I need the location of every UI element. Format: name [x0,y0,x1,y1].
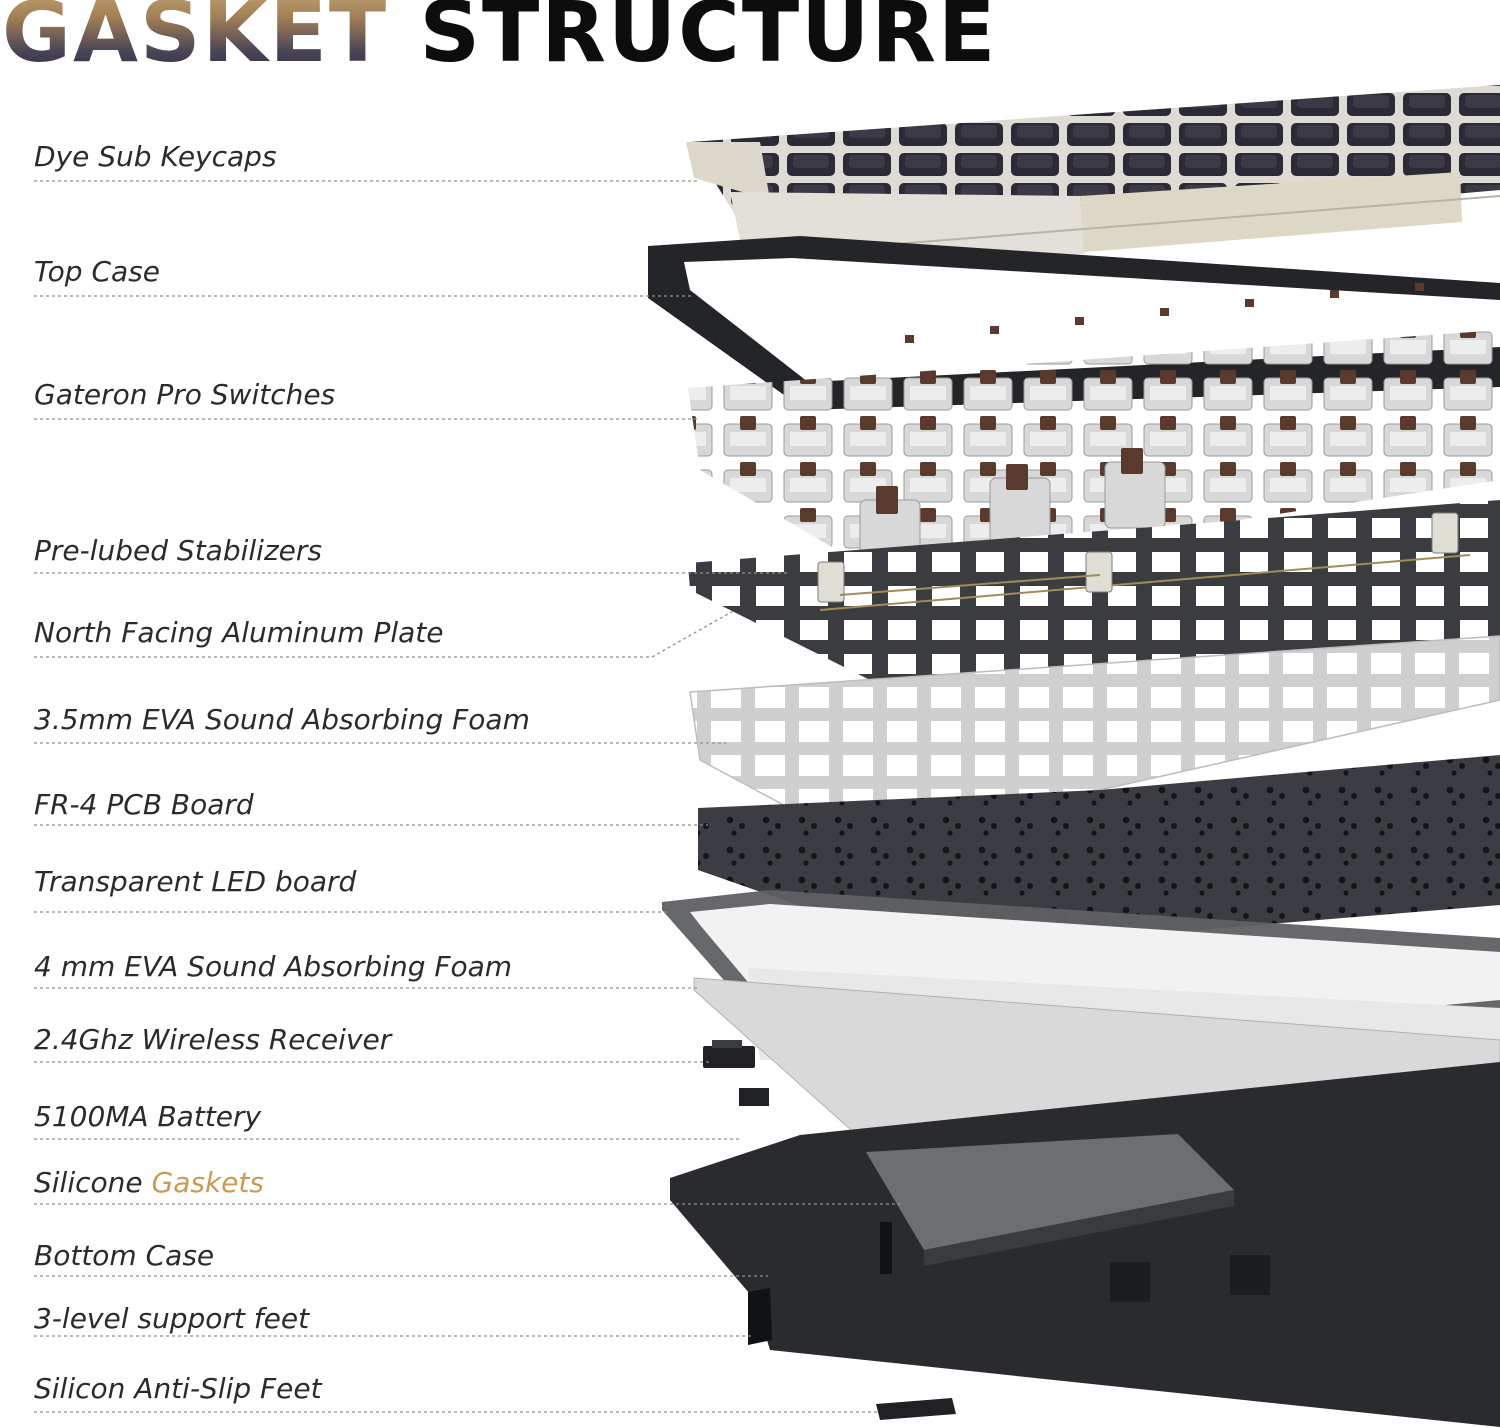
bottom-case-layer [670,1062,1500,1427]
stabilizers-layer [817,512,1459,603]
page-title: GASKET STRUCTURE [2,0,997,78]
aluminum-plate-layer [688,500,1500,690]
wireless-receiver [703,1040,755,1068]
title-gasket: GASKET [2,0,388,81]
label-fr4-pcb-board: FR-4 PCB Board [34,788,254,821]
label-support-feet: 3-level support feet [34,1302,310,1335]
leader-plate [34,609,736,658]
label-bottom-case: Bottom Case [34,1239,215,1272]
label-anti-slip-feet: Silicon Anti-Slip Feet [34,1372,322,1405]
label-dye-sub-keycaps: Dye Sub Keycaps [34,140,277,173]
anti-slip-foot [876,1398,956,1420]
label-gateron-pro-switches: Gateron Pro Switches [34,378,336,411]
label-wireless-receiver: 2.4Ghz Wireless Receiver [34,1023,392,1056]
leader-lines [34,180,903,1413]
label-4mm-eva-foam: 4 mm EVA Sound Absorbing Foam [34,950,513,983]
label-gaskets-accent: Gaskets [151,1166,264,1199]
label-pre-lubed-stabilizers: Pre-lubed Stabilizers [34,534,322,567]
label-top-case: Top Case [34,255,160,288]
keycaps-layer [686,85,1500,258]
label-silicone-text: Silicone [34,1166,152,1199]
title-structure: STRUCTURE [419,0,998,81]
label-north-facing-aluminum-plate: North Facing Aluminum Plate [34,616,444,649]
label-battery: 5100MA Battery [34,1100,262,1133]
label-3-5mm-eva-foam: 3.5mm EVA Sound Absorbing Foam [34,703,530,736]
label-transparent-led-board: Transparent LED board [34,865,357,898]
battery [739,1088,769,1106]
label-silicone-gaskets: Silicone Gaskets [34,1169,264,1197]
switches-layer [688,330,1500,575]
